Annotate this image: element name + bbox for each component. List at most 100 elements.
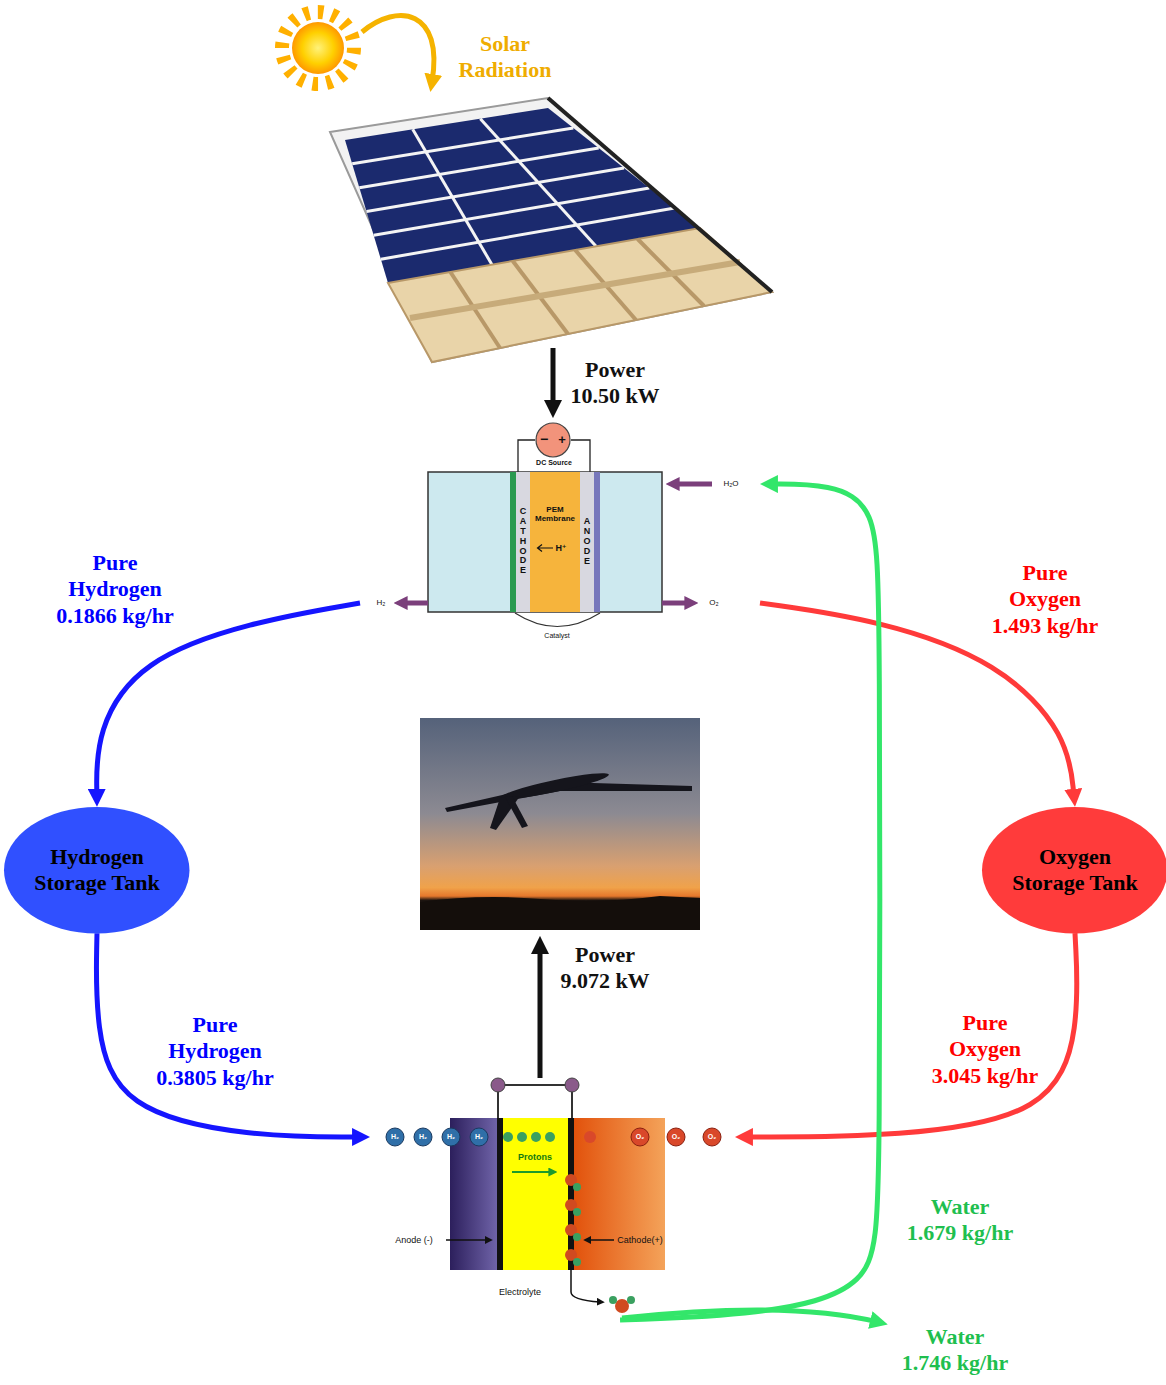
flow-label: Water 1.746 kg/hr [900,1324,1010,1377]
flow-label: Pure Hydrogen 0.1866 kg/hr [50,550,180,629]
oxygen-tank: Oxygen Storage Tank [982,807,1166,933]
fuel-cell: H₂H₂H₂H₂ProtonsO₂O₂O₂Anode (-)Cathode(+)… [370,1075,735,1320]
electrode-label: CATHODE [519,507,528,576]
flow-arrow [97,603,360,797]
proton-arrow [538,545,554,552]
wing-ribs [388,228,772,362]
water-chain [565,1174,581,1266]
fuel-cell-drawing [386,1078,721,1313]
rib-lines [450,239,704,348]
flow-label: Pure Oxygen 1.493 kg/hr [988,560,1102,639]
part-label: DC Source [536,459,572,467]
tank-label: Oxygen Storage Tank [1005,844,1145,897]
spar [410,262,740,318]
water-molecule [573,1208,581,1216]
uav-silhouette [445,769,692,830]
water-exit-arrow [571,1268,600,1302]
anode-electrode [580,472,594,612]
ion-label: H⁺ [555,543,566,553]
cathode-plate [574,1118,665,1270]
molecule [631,1128,649,1146]
flow-label: Pure Oxygen 3.045 kg/hr [928,1010,1042,1089]
hydrogen-molecules [386,1128,488,1146]
anode-layer [594,472,600,612]
polarity-sign: − [540,431,548,447]
tank-ellipse [4,807,189,933]
flow-arrow [745,933,1077,1137]
uav-tail [505,796,528,828]
molecule-label: H₂ [475,1133,483,1141]
flow-arrow [760,603,1074,797]
power-label: Power 9.072 kW [555,942,655,995]
product-water [627,1296,635,1304]
anode-catalyst [497,1118,503,1270]
tank-ellipse [982,807,1166,933]
part-label: Electrolyte [499,1287,541,1297]
molecule-label: H₂ [391,1133,399,1141]
panel-seam [367,168,625,212]
tank-shape [982,807,1166,933]
electron [491,1078,505,1092]
molecule [667,1128,685,1146]
hydrogen-tank: Hydrogen Storage Tank [4,807,189,933]
molecule-label: H₂ [447,1133,455,1141]
leading-edge [548,98,772,292]
part-label: Cathode(+) [617,1235,662,1245]
proton [531,1132,541,1142]
ground [420,896,700,930]
uav-photo [420,718,700,930]
proton [517,1132,527,1142]
panel-seam [374,188,650,235]
molecule [442,1128,460,1146]
wire [518,440,535,472]
molecule [470,1128,488,1146]
molecule-label: H₂ [419,1133,427,1141]
pointer-arrow [446,1239,488,1241]
port-label: O₂ [709,598,718,607]
polarity-sign: + [558,433,566,448]
port-label: H₂O [723,479,738,488]
proton-arrow [512,1171,552,1173]
source-label: Solar Radiation [450,31,560,84]
product-water [615,1299,629,1313]
sun-disc [292,22,344,74]
electrolyzer: −+DC SourceH₂OCATHODEPEM MembraneH⁺ANODE… [360,418,760,645]
product-water [609,1296,617,1304]
molecule-label: O₂ [672,1133,681,1141]
wing-skin [330,98,772,362]
power-arrow [551,348,556,408]
part-label: Catalyst [544,632,569,640]
molecule-label: O₂ [708,1133,717,1141]
wire [571,440,590,472]
oxygen-outlet-arrow [662,601,690,606]
cathode-catalyst [568,1118,574,1270]
molecule-label: O₂ [636,1133,645,1141]
proton [545,1132,555,1142]
membrane-label: PEM Membrane [532,505,578,523]
electron [565,1078,579,1092]
electrolyte-layer [503,1118,568,1270]
tank-label: Hydrogen Storage Tank [27,844,167,897]
flow-label: Pure Hydrogen 0.3805 kg/hr [150,1012,280,1091]
power-label: Power 10.50 kW [565,357,665,410]
sun [282,12,354,84]
electrolyzer-tank [428,472,662,612]
sun-rays [282,12,354,84]
flow-label: Water 1.679 kg/hr [905,1194,1015,1247]
catalyst-arc [515,613,600,627]
pem-membrane [530,472,580,612]
oxygen-molecules [631,1128,721,1146]
proton [503,1132,513,1142]
molecule [703,1128,721,1146]
panel-seam [359,148,598,188]
hydrogen-outlet-arrow [402,601,428,606]
power-arrow [538,946,543,1078]
tank-shape [4,807,189,933]
water-molecule [573,1183,581,1191]
external-circuit [498,1085,572,1118]
dc-source [536,423,570,457]
part-label: Protons [518,1152,552,1162]
